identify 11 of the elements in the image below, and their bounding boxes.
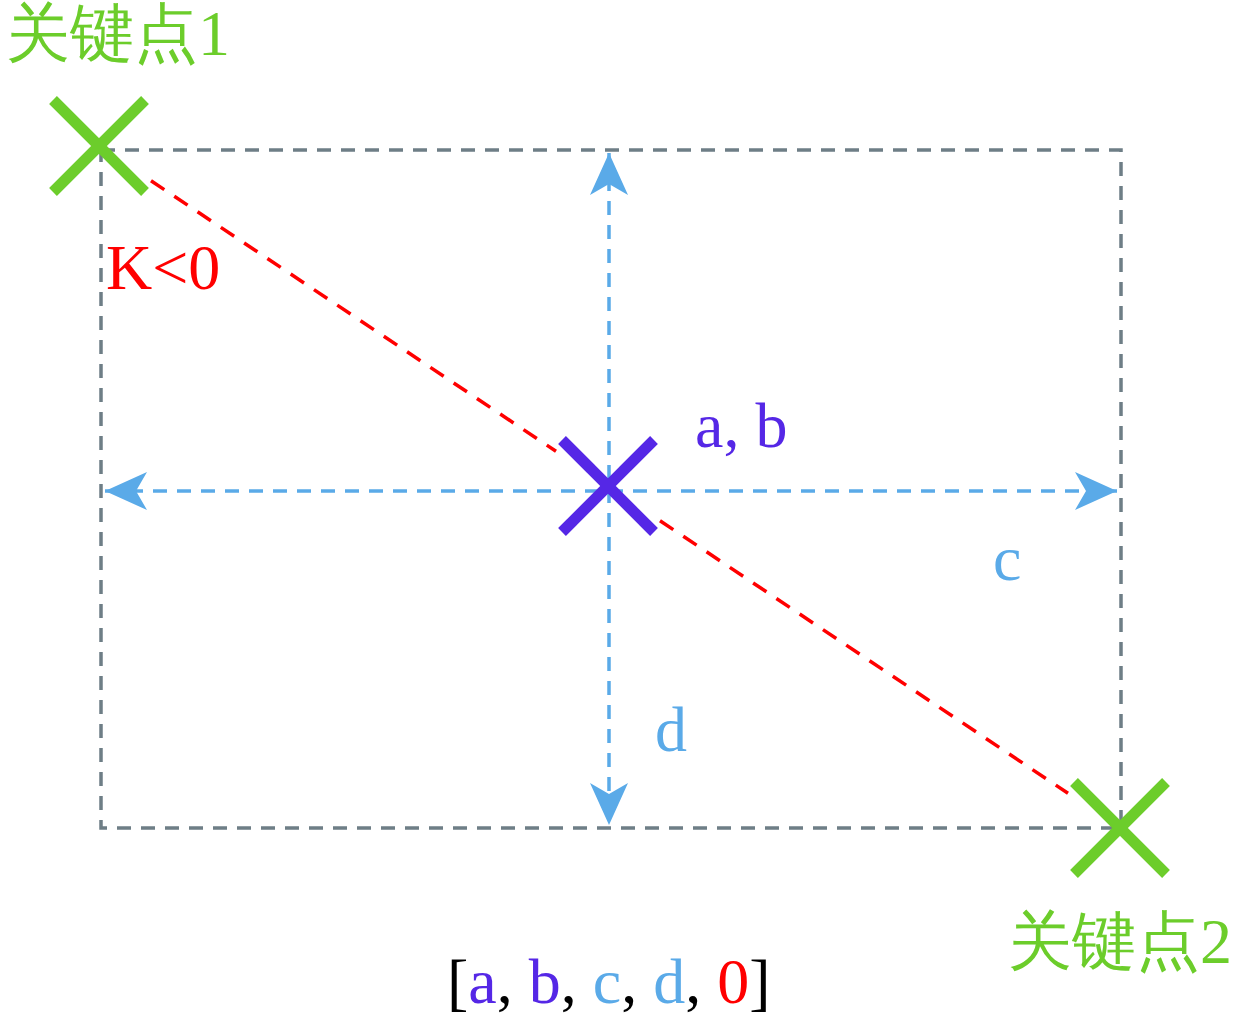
dimension-label: c <box>993 527 1022 591</box>
point-label: 关键点1 <box>6 2 230 66</box>
cross-marker <box>47 94 151 198</box>
cross-marker <box>1068 776 1172 880</box>
vector-label: [a, b, c, d, 0] <box>447 950 771 1014</box>
coordinate-label: a, b <box>695 394 788 458</box>
dimension-label: d <box>655 698 687 762</box>
cross-marker <box>556 434 660 538</box>
point-label: 关键点2 <box>1008 910 1232 974</box>
dashed-line <box>150 179 557 453</box>
dashed-line <box>659 519 1069 795</box>
